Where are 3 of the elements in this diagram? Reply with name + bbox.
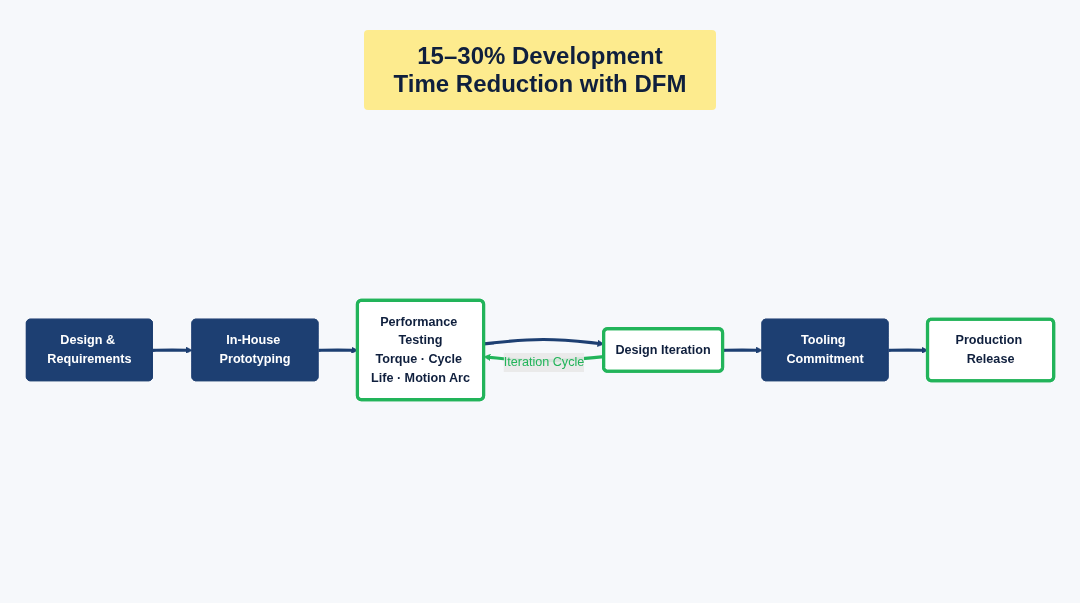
callout-note: 15–30% Development Time Reduction with DFM [364,30,716,110]
arrow [152,346,193,354]
edge-label: Iteration Cycle [503,355,585,369]
